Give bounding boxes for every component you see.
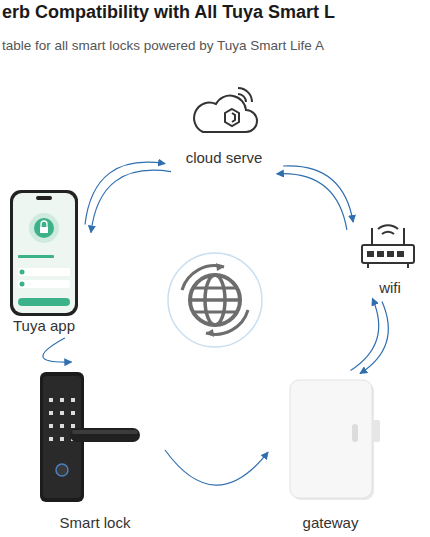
gateway-device (290, 380, 380, 500)
globe-icon (168, 253, 262, 347)
subtitle-text: table for all smart locks powered by Tuy… (2, 38, 324, 53)
page-title: erb Compatibility with All Tuya Smart L (2, 2, 335, 23)
node-label: wifi (379, 279, 401, 300)
flow-arrow (85, 162, 165, 224)
flow-arrow (43, 338, 71, 362)
node-label: gateway (303, 514, 359, 535)
router-icon (362, 225, 414, 268)
wifi-router-node: wifi (350, 216, 430, 300)
cloud-server-node: cloud serve (168, 80, 280, 170)
smart-lock-device (40, 372, 140, 502)
phone-app (10, 190, 78, 316)
flow-arrow (283, 166, 353, 222)
node-label: cloud serve (186, 149, 263, 170)
smart-lock-node: Smart lock (25, 362, 165, 535)
flow-arrow (277, 174, 347, 230)
gateway-node: gateway (268, 372, 393, 535)
flow-arrow (360, 302, 388, 374)
flow-arrow (351, 299, 379, 371)
flow-arrow (91, 170, 171, 232)
node-label: Smart lock (60, 514, 131, 535)
flow-arrow (165, 450, 268, 485)
cloud-icon (194, 88, 257, 132)
app-node: Tuya app (0, 186, 88, 338)
node-label: Tuya app (13, 317, 75, 338)
